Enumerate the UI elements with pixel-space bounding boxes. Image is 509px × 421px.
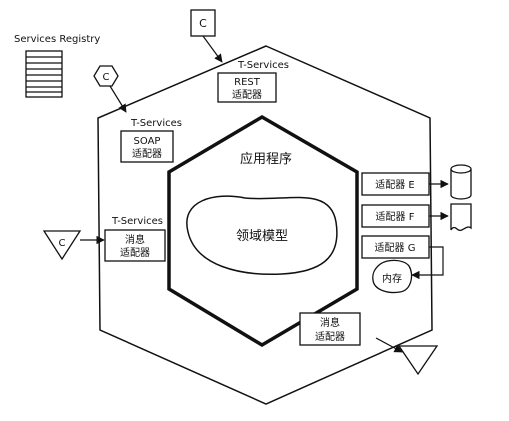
client-square-arrow (202, 35, 223, 63)
message-adapter-left-box (104, 229, 166, 262)
message-adapter-bottom-line1: 消息 (320, 316, 340, 329)
client-hexagon-label: C (103, 72, 110, 83)
message-adapter-bottom-box (299, 312, 361, 346)
rest-adapter-line1: REST (234, 77, 261, 88)
output-triangle-icon (397, 345, 439, 376)
message-adapter-left-line2: 适配器 (120, 247, 150, 259)
outer-hexagon (97, 45, 433, 405)
message-bottom-arrow (375, 337, 403, 353)
document-icon (450, 203, 472, 232)
rest-adapter-box (217, 72, 277, 103)
soap-adapter-line1: SOAP (134, 136, 161, 147)
domain-model-blob (186, 195, 338, 275)
memory-blob (372, 259, 413, 294)
client-square-label: C (199, 17, 207, 30)
client-hexagon-arrow (109, 85, 127, 113)
adapter-f-label: 适配器 F (376, 211, 415, 223)
tservices-label-soap: T-Services (130, 118, 182, 129)
client-triangle-icon: C (42, 230, 82, 261)
rest-adapter-line2: 适配器 (232, 89, 262, 101)
memory-label: 内存 (382, 272, 402, 285)
application-hexagon (167, 114, 359, 348)
adapter-g-arrow (411, 246, 444, 280)
soap-adapter-line2: 适配器 (132, 148, 162, 160)
message-adapter-bottom-line2: 适配器 (315, 331, 345, 343)
tservices-label-msg: T-Services (111, 216, 163, 227)
adapter-e-label: 适配器 E (375, 179, 415, 191)
adapter-g-label: 适配器 G (375, 242, 416, 254)
services-registry-label: Services Registry (14, 34, 100, 45)
soap-adapter-box (120, 130, 174, 163)
client-hexagon-icon: C (93, 65, 119, 87)
tservices-label-rest: T-Services (237, 60, 289, 71)
database-icon (450, 164, 472, 200)
client-triangle-label: C (59, 238, 66, 249)
message-adapter-left-line1: 消息 (125, 233, 145, 246)
services-registry-icon (25, 50, 63, 98)
domain-model-label: 领域模型 (236, 229, 288, 244)
application-label: 应用程序 (240, 151, 292, 167)
client-square-icon: C (190, 9, 216, 37)
